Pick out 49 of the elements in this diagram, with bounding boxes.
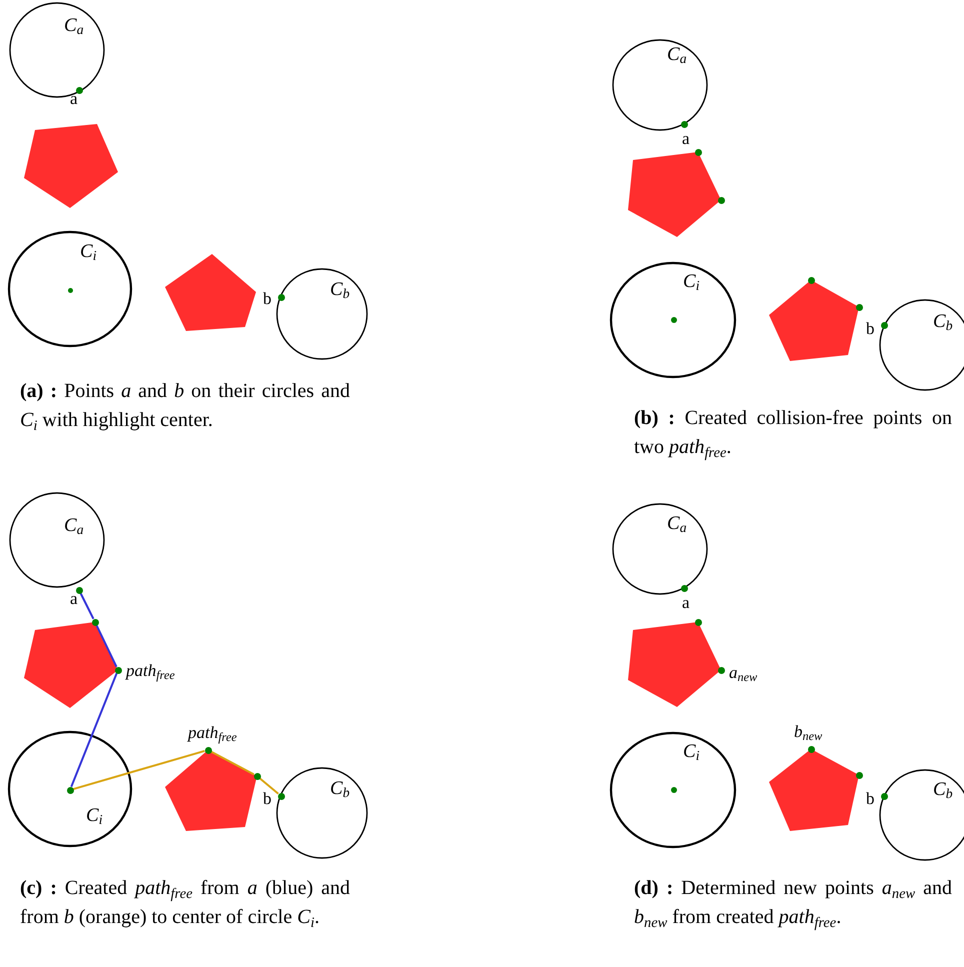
path-segment xyxy=(96,624,118,668)
circle-label: C$_{a}$ xyxy=(64,516,84,535)
caption: (b) : Created collision-free points on two path$_{free}$. xyxy=(634,406,952,462)
point-label: b xyxy=(866,790,874,807)
point-label: a$_{new}$ xyxy=(729,664,758,681)
circle-label: C$_{b}$ xyxy=(330,280,350,299)
point-label: a xyxy=(70,590,78,607)
point-marker xyxy=(204,746,212,754)
point-label: b$_{new}$ xyxy=(794,723,822,740)
point-label: b xyxy=(263,290,272,307)
circle-label: C$_{i}$ xyxy=(683,272,700,291)
path-segment xyxy=(73,750,205,790)
point-marker xyxy=(680,584,688,592)
circle-label: C$_{a}$ xyxy=(667,45,687,64)
point-marker xyxy=(880,322,888,328)
point-marker xyxy=(66,786,74,794)
point-marker xyxy=(671,317,677,323)
point-label: b xyxy=(866,320,874,337)
circle-label: C$_{a}$ xyxy=(64,16,84,35)
point-marker xyxy=(880,792,888,800)
path-segment xyxy=(210,750,254,776)
point-marker xyxy=(694,148,702,156)
path-segment xyxy=(259,777,279,795)
point-marker xyxy=(76,586,82,594)
point-marker xyxy=(808,276,814,284)
point-label: b xyxy=(263,790,272,807)
point-marker xyxy=(856,304,862,310)
path-segment xyxy=(70,672,118,788)
caption: (c) : Created path$_{free}$ from a (blue) and from b (orange) to center of circle C$_{i}$. xyxy=(20,876,350,932)
point-marker xyxy=(856,772,862,778)
circle-label: C$_{i}$ xyxy=(86,806,102,825)
circle-label: C$_{b}$ xyxy=(933,780,953,799)
point-label: a xyxy=(70,90,78,107)
circle-label: C$_{a}$ xyxy=(667,514,687,533)
point-label: a xyxy=(682,130,690,147)
path-segment xyxy=(80,592,94,620)
point-marker xyxy=(680,120,688,128)
point-marker xyxy=(92,618,98,626)
caption: (a) : Points a and b on their circles and C$_{i}$ with highlight center. xyxy=(20,379,350,435)
circle-label: C$_{i}$ xyxy=(80,242,96,261)
point-marker xyxy=(68,288,72,292)
circle-label: C$_{i}$ xyxy=(683,742,700,761)
point-marker xyxy=(671,787,677,793)
point-label: a xyxy=(682,594,690,611)
point-marker xyxy=(808,746,814,752)
point-marker xyxy=(694,618,702,626)
circle-label: C$_{b}$ xyxy=(933,312,953,331)
caption: (d) : Determined new points a$_{new}$ and b$_{new}$ from created path$_{free}$. xyxy=(634,876,952,932)
circle-label: C$_{b}$ xyxy=(330,779,350,798)
